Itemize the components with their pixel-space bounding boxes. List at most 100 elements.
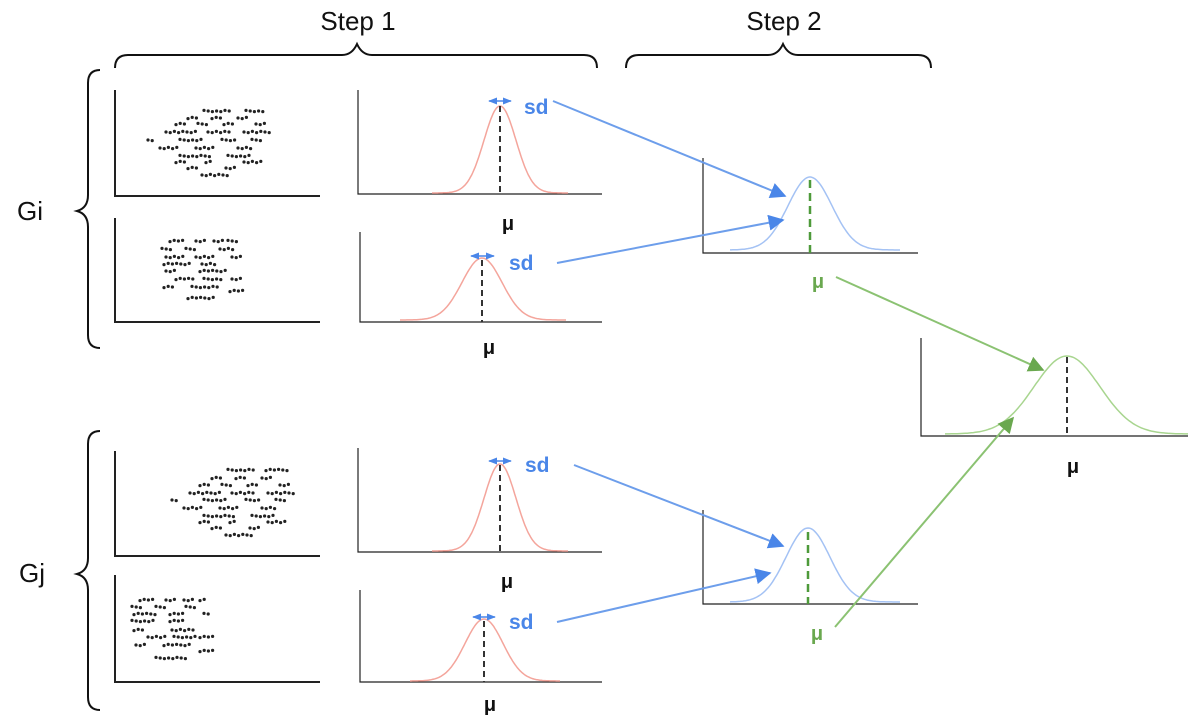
mu-label: μ (811, 623, 823, 645)
sd-label: sd (509, 611, 534, 634)
scatter-point (250, 513, 254, 518)
scatter-point (242, 130, 246, 134)
scatter-point (270, 492, 274, 496)
scatter-point (211, 145, 215, 149)
scatter-point (176, 239, 180, 243)
scatter-point (198, 256, 202, 260)
scatter-point (224, 533, 228, 537)
scatter-point (209, 491, 213, 495)
scatter-point (211, 254, 215, 258)
mu-label: μ (502, 213, 514, 235)
scatter-point (277, 467, 281, 471)
scatter-point (174, 499, 178, 503)
scatter-points (130, 597, 215, 661)
scatter-point (158, 146, 162, 150)
scatter-point (282, 499, 286, 503)
scatter-point (225, 174, 229, 178)
scatter-point (227, 514, 231, 518)
scatter-point (250, 159, 254, 163)
scatter-point (193, 634, 197, 639)
scatter-point (202, 145, 206, 149)
scatter-point (230, 468, 234, 472)
scatter-point (136, 611, 140, 616)
scatter-point (208, 261, 212, 265)
scatter-point (158, 656, 162, 660)
scatter-point (238, 276, 242, 280)
group-gi-label: Gi (17, 196, 43, 226)
scatter-point (232, 532, 236, 537)
scatter-point (243, 492, 247, 496)
scatter-point (178, 153, 182, 157)
final-distribution-panel: μ (920, 338, 1188, 478)
scatter-point (186, 139, 190, 143)
scatter-point (214, 115, 218, 119)
scatter-point (271, 513, 275, 518)
scatter-point (168, 248, 172, 252)
scatter-point (231, 515, 235, 519)
scatter-point (202, 238, 206, 242)
scatter-point (264, 469, 268, 473)
scatter-point (226, 246, 230, 250)
scatter-point (236, 289, 240, 293)
scatter-point (142, 597, 146, 602)
distribution-panel-gi-1: sd μ (357, 90, 602, 235)
scatter-point (215, 285, 219, 289)
scatter-point (219, 270, 223, 274)
scatter-point (177, 131, 181, 135)
scatter-point (151, 597, 155, 602)
scatter-point (219, 515, 223, 519)
scatter-point (224, 166, 228, 170)
mu-arrow-gj (834, 416, 1015, 628)
scatter-point (158, 605, 162, 609)
scatter-point (186, 117, 190, 121)
scatter-panel-gj-1 (114, 451, 320, 557)
scatter-point (164, 269, 168, 273)
scatter-point (252, 110, 256, 114)
scatter-point (199, 137, 203, 141)
scatter-point (241, 532, 245, 537)
scatter-point (206, 109, 210, 113)
scatter-point (202, 276, 206, 280)
scatter-point (134, 643, 138, 647)
scatter-point (230, 491, 234, 495)
scatter-point (198, 599, 202, 603)
scatter-point (234, 155, 238, 159)
scatter-point (178, 159, 182, 163)
scatter-point (224, 483, 228, 487)
scatter-point (279, 521, 283, 525)
scatter-point (175, 261, 179, 265)
scatter-point (249, 534, 253, 538)
scatter-point (259, 129, 263, 133)
scatter-point (146, 138, 150, 142)
scatter-point (264, 477, 268, 481)
scatter-point (183, 657, 187, 661)
scatter-point (263, 130, 267, 134)
scatter-point (170, 628, 174, 632)
scatter-point (138, 644, 142, 648)
scatter-point (235, 505, 239, 509)
scatter-point (164, 255, 168, 259)
scatter-point (230, 277, 234, 281)
scatter-point (240, 147, 244, 151)
scatter-point (211, 634, 215, 639)
scatter-point (206, 635, 210, 639)
scatter-point (220, 482, 224, 486)
scatter-point (168, 620, 172, 624)
scatter-point (166, 284, 170, 288)
scatter-point (230, 154, 234, 158)
scatter-point (203, 154, 207, 158)
scatter-point (227, 109, 231, 113)
distribution-panel-gj-2: sd μ (359, 590, 602, 716)
scatter-point (250, 137, 254, 141)
scatter-point (215, 109, 219, 113)
scatter-point (194, 166, 198, 170)
scatter-point (179, 262, 183, 266)
scatter-point (278, 483, 282, 487)
scatter-point (179, 643, 183, 647)
scatter-point (199, 295, 203, 299)
scatter-point (221, 173, 225, 177)
scatter-point (180, 636, 184, 640)
step-1-brace (114, 41, 598, 69)
scatter-point (264, 507, 268, 511)
